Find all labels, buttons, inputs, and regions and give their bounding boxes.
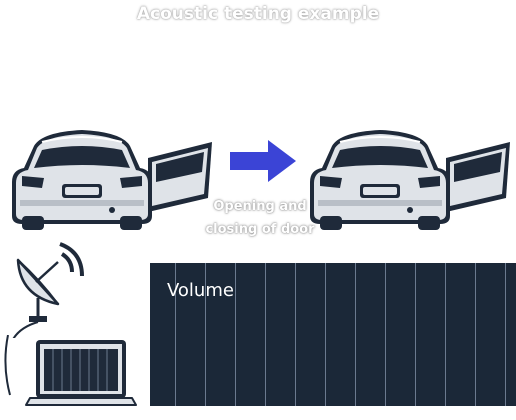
grid-line: [235, 263, 236, 406]
grid-line: [175, 263, 176, 406]
arrow-right-icon: [228, 138, 298, 189]
laptop-icon: [0, 334, 140, 420]
grid-line: [325, 263, 326, 406]
diagram-title: Acoustic testing example: [136, 4, 380, 24]
grid-line: [475, 263, 476, 406]
grid-line: [205, 263, 206, 406]
microphone-stand-icon: [0, 238, 100, 357]
door-action-caption: Opening and closing of door: [190, 195, 330, 241]
caption-line-2: closing of door: [205, 222, 315, 237]
volume-label: Volume: [167, 280, 234, 301]
car-rear-door-open-icon: [310, 128, 515, 238]
grid-line: [445, 263, 446, 406]
car-rear-door-open-icon: [12, 128, 217, 238]
volume-display-panel: Volume: [150, 263, 516, 406]
grid-line: [265, 263, 266, 406]
grid-line: [505, 263, 506, 406]
grid-line: [295, 263, 296, 406]
grid-line: [385, 263, 386, 406]
caption-line-1: Opening and: [213, 199, 307, 214]
grid-line: [355, 263, 356, 406]
grid-line: [415, 263, 416, 406]
